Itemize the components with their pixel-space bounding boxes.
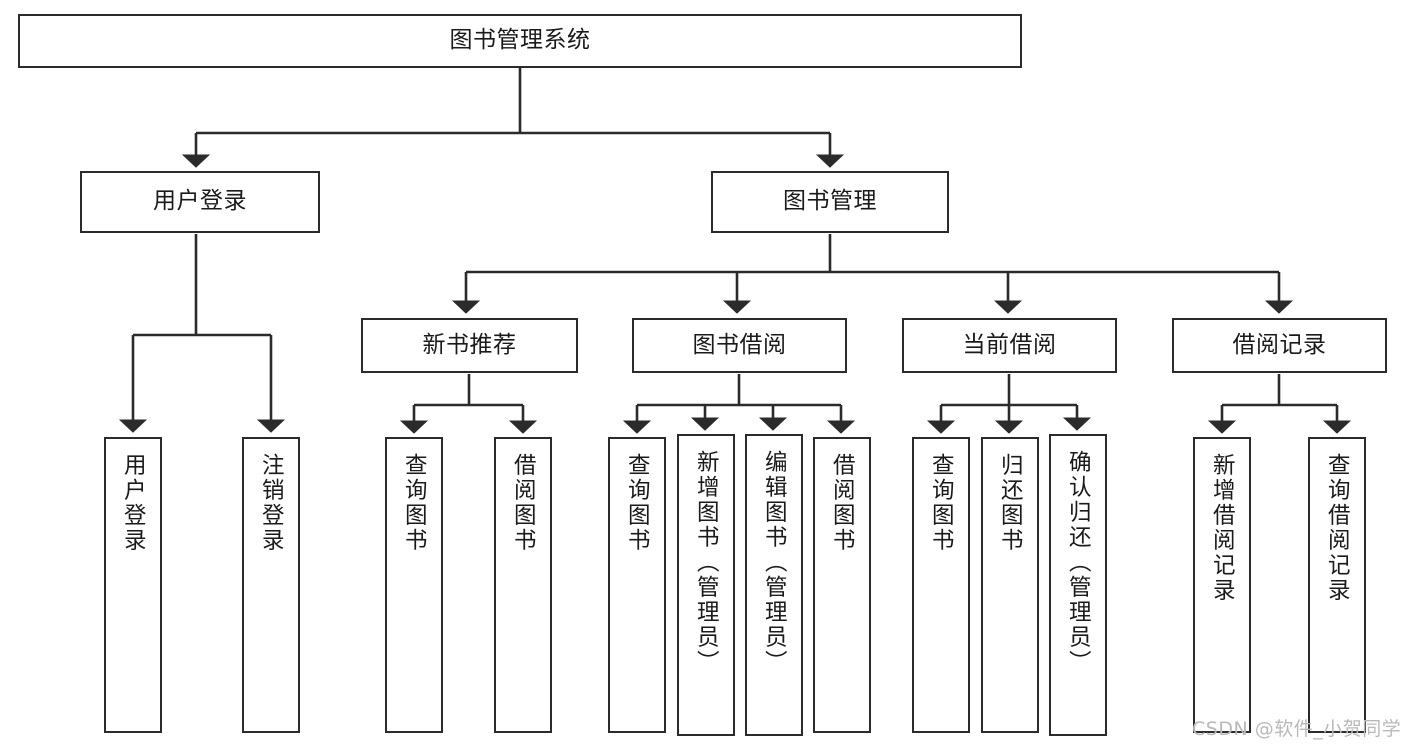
node-label: 查询图书 — [624, 453, 651, 553]
leaf-currentborrow-query-book[interactable]: 查询图书 — [912, 437, 970, 733]
leaf-borrowrecord-add-record[interactable]: 新增借阅记录 — [1193, 437, 1251, 733]
node-current-borrow[interactable]: 当前借阅 — [902, 318, 1117, 373]
csdn-watermark: CSDN @软件_小贺同学 — [1192, 718, 1402, 740]
node-label: 用户登录 — [153, 188, 247, 215]
leaf-currentborrow-return-book[interactable]: 归还图书 — [981, 437, 1039, 733]
node-label: 新增图书（管理员） — [693, 450, 720, 675]
node-label: 新增借阅记录 — [1209, 453, 1236, 603]
node-label: 新书推荐 — [422, 331, 517, 358]
leaf-newbook-borrow-book[interactable]: 借阅图书 — [494, 437, 552, 733]
leaf-currentborrow-confirm-return-admin[interactable]: 确认归还（管理员） — [1049, 434, 1107, 736]
edge-group-book-manage — [451, 234, 1294, 314]
node-label: 借阅记录 — [1232, 331, 1327, 358]
node-label: 借阅图书 — [510, 453, 537, 553]
edge-group-new-book — [399, 374, 538, 434]
node-user-login[interactable]: 用户登录 — [80, 171, 320, 233]
node-book-borrow[interactable]: 图书借阅 — [632, 318, 847, 373]
leaf-bookborrow-add-book-admin[interactable]: 新增图书（管理员） — [677, 434, 735, 736]
node-label: 当前借阅 — [962, 331, 1057, 358]
node-label: 用户登录 — [120, 453, 147, 553]
edge-group-current-borrow — [926, 374, 1092, 434]
leaf-user-login[interactable]: 用户登录 — [104, 437, 162, 733]
node-label: 图书借阅 — [692, 331, 787, 358]
node-label: 查询借阅记录 — [1324, 453, 1351, 603]
leaf-bookborrow-query-book[interactable]: 查询图书 — [608, 437, 666, 733]
node-label: 借阅图书 — [829, 453, 856, 553]
edge-group-borrow-record — [1207, 374, 1352, 434]
leaf-bookborrow-edit-book-admin[interactable]: 编辑图书（管理员） — [745, 434, 803, 736]
leaf-borrowrecord-query-record[interactable]: 查询借阅记录 — [1308, 437, 1366, 733]
edge-group-user-login — [118, 234, 286, 433]
leaf-logout-login[interactable]: 注销登录 — [242, 437, 300, 733]
node-label: 查询图书 — [928, 453, 955, 553]
node-label: 查询图书 — [401, 453, 428, 553]
node-label: 归还图书 — [997, 453, 1024, 553]
edge-group-root — [181, 68, 845, 168]
node-book-management-system[interactable]: 图书管理系统 — [18, 14, 1022, 68]
leaf-newbook-query-book[interactable]: 查询图书 — [385, 437, 443, 733]
node-label: 注销登录 — [258, 453, 285, 553]
edge-group-book-borrow — [622, 374, 856, 434]
node-book-management[interactable]: 图书管理 — [711, 171, 949, 233]
node-new-book-recommend[interactable]: 新书推荐 — [361, 318, 578, 373]
node-label: 编辑图书（管理员） — [761, 450, 788, 675]
node-label: 图书管理系统 — [449, 27, 591, 54]
node-label: 确认归还（管理员） — [1065, 450, 1092, 675]
leaf-bookborrow-borrow-book[interactable]: 借阅图书 — [813, 437, 871, 733]
node-borrow-record[interactable]: 借阅记录 — [1172, 318, 1387, 373]
node-label: 图书管理 — [783, 188, 877, 215]
